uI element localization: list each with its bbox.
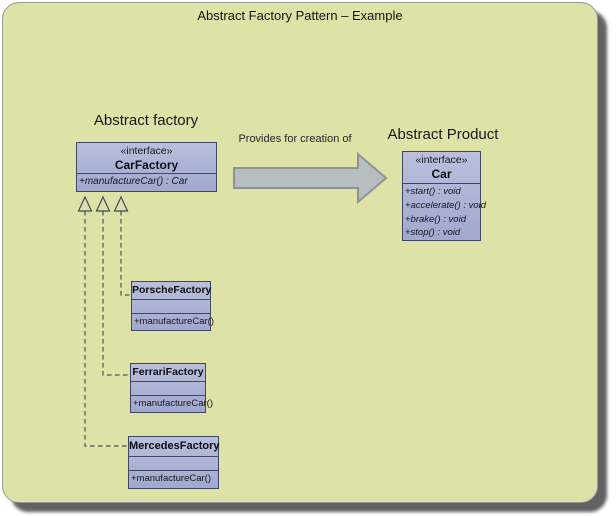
mercedesfactory-method: +manufactureCar(): [129, 470, 218, 486]
realization-arrowhead-middle: [95, 195, 111, 212]
carfactory-header: «interface» CarFactory: [77, 143, 216, 173]
class-box-ferrarifactory: FerrariFactory +manufactureCar(): [130, 363, 213, 413]
class-box-car: «interface» Car +start() : void +acceler…: [402, 151, 487, 241]
car-method-stop: +stop() : void: [405, 227, 461, 239]
car-method-start: +start() : void: [405, 186, 461, 197]
slide-canvas: Abstract Factory Pattern – Example Abstr…: [2, 2, 598, 503]
creation-block-arrow: [233, 151, 388, 205]
realization-connector-porsche: [120, 211, 131, 296]
realization-connector-mercedes: [84, 211, 128, 447]
diagram-title: Abstract Factory Pattern – Example: [197, 8, 403, 23]
class-box-carfactory: «interface» CarFactory +manufactureCar()…: [76, 142, 217, 192]
car-methods: +start() : void +accelerate() : void +br…: [403, 183, 487, 239]
mercedesfactory-attributes-empty: [129, 456, 218, 470]
ferrarifactory-method: +manufactureCar(): [131, 395, 213, 411]
car-header: «interface» Car: [403, 152, 480, 183]
ferrarifactory-header: FerrariFactory: [131, 364, 205, 381]
carfactory-name: CarFactory: [114, 158, 179, 172]
abstract-factory-label: Abstract factory: [93, 112, 199, 129]
carfactory-stereotype: «interface»: [120, 145, 173, 157]
class-box-porschefactory: PorscheFactory +manufactureCar(): [131, 281, 214, 331]
carfactory-method: +manufactureCar() : Car: [77, 173, 216, 189]
class-box-mercedesfactory: MercedesFactory +manufactureCar(): [128, 436, 220, 489]
porschefactory-name: PorscheFactory: [132, 284, 212, 296]
car-method-accelerate: +accelerate() : void: [405, 199, 487, 211]
realization-connector-ferrari: [102, 211, 130, 376]
realization-arrowhead-right: [113, 195, 129, 212]
porschefactory-header: PorscheFactory: [132, 282, 212, 299]
connectors-layer: [77, 151, 388, 447]
mercedesfactory-name: MercedesFactory: [129, 440, 220, 452]
creation-arrow-caption: Provides for creation of: [238, 133, 352, 145]
porschefactory-attributes-empty: [132, 299, 210, 313]
ferrarifactory-attributes-empty: [131, 381, 205, 395]
realization-arrowhead-left: [77, 195, 93, 212]
car-method-brake: +brake() : void: [405, 213, 466, 225]
ferrarifactory-name: FerrariFactory: [132, 366, 204, 378]
porschefactory-method: +manufactureCar(): [132, 313, 214, 329]
mercedesfactory-header: MercedesFactory: [129, 437, 220, 456]
car-stereotype: «interface»: [415, 154, 468, 166]
car-name: Car: [431, 167, 452, 181]
abstract-product-label: Abstract Product: [387, 126, 499, 143]
